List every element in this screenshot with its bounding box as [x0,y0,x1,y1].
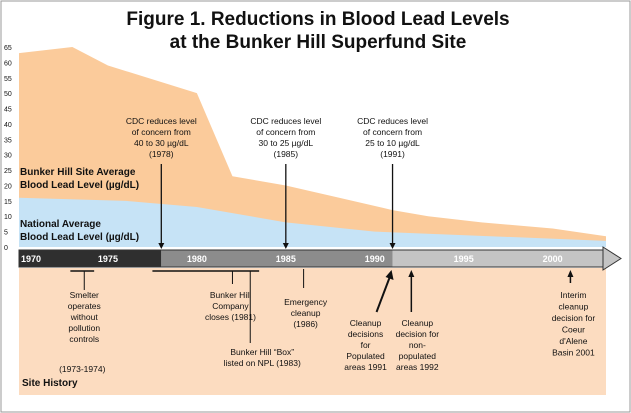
cdc-annotation-text: (1991) [380,149,405,159]
timeline-segment-middle [161,250,393,267]
series-label-national-line2: Blood Lead Level (µg/dL) [20,232,139,243]
basin-cleanup-text: Basin 2001 [552,348,595,358]
cdc-annotation-text: 30 to 25 µg/dL [259,138,314,148]
emergency-cleanup-text: cleanup [291,308,321,318]
cdc-annotation-text: of concern from [256,127,315,137]
populated-cleanup-text: Populated [346,351,385,361]
series-label-site-line1: Bunker Hill Site Average [20,167,136,178]
populated-cleanup-text: Cleanup [350,318,382,328]
y-tick-label: 15 [4,199,12,206]
populated-cleanup-text: decisions [348,329,383,339]
populated-arrow-line [375,274,392,313]
emergency-cleanup-text: Emergency [284,297,328,307]
npl-listing-text: listed on NPL (1983) [224,358,301,368]
populated-cleanup-text: areas 1991 [344,362,387,372]
y-tick-label: 55 [4,76,12,83]
company-closes-text: Company [212,301,249,311]
y-tick-label: 65 [4,45,12,52]
y-tick-label: 35 [4,137,12,144]
cdc-annotation-text: CDC reduces level [250,116,321,126]
smelter-annotation-text: without [70,312,99,322]
basin-cleanup-text: cleanup [559,302,589,312]
area-plot [19,47,606,247]
series-label-site-line2: Blood Lead Level (µg/dL) [20,180,139,191]
y-tick-label: 40 [4,122,12,129]
populated-cleanup-text: for [361,340,371,350]
smelter-annotation-text: controls [69,334,99,344]
cdc-annotation-arrowhead [158,243,165,249]
timeline-year-label: 1970 [21,254,41,264]
smelter-annotation-years: (1973-1974) [59,364,105,374]
nonpopulated-cleanup-text: areas 1992 [396,362,439,372]
timeline-year-label: 1975 [98,254,118,264]
y-axis-ticks: 0 5 10 15 20 25 30 35 40 45 50 55 60 65 [4,45,12,252]
nonpopulated-arrowhead [408,270,415,277]
basin-cleanup-text: d'Alene [559,336,587,346]
nonpopulated-cleanup-text: populated [399,351,437,361]
company-closes-text: closes (1981) [205,312,256,322]
timeline-year-label: 1985 [276,254,296,264]
nonpopulated-cleanup-text: decision for [396,329,440,339]
cdc-annotation-text: (1978) [149,149,174,159]
cdc-annotation-arrowhead [389,243,396,249]
timeline-outline [18,249,604,268]
smelter-annotation-text: pollution [68,323,100,333]
y-tick-label: 0 [4,245,8,252]
company-closes-text: Bunker Hill [210,290,251,300]
cdc-annotation-text: 25 to 10 µg/dL [365,138,420,148]
site-history-background [19,268,606,395]
y-tick-label: 20 [4,183,12,190]
site-history-label: Site History [22,378,78,389]
y-tick-label: 25 [4,168,12,175]
populated-arrowhead [385,270,394,280]
basin-arrowhead [567,270,574,277]
y-tick-label: 10 [4,214,12,221]
national-average-area [19,197,606,247]
smelter-annotation-text: Smelter [70,290,99,300]
nonpopulated-cleanup-text: non- [409,340,426,350]
timeline-year-label: 1980 [187,254,207,264]
basin-cleanup-text: decision for [552,313,596,323]
cdc-annotation-text: CDC reduces level [126,116,197,126]
y-tick-label: 60 [4,60,12,67]
emergency-cleanup-text: (1986) [293,319,318,329]
y-tick-label: 30 [4,153,12,160]
basin-cleanup-text: Interim [560,290,586,300]
chart-title-line2: at the Bunker Hill Superfund Site [170,32,467,53]
cdc-annotation-text: (1985) [274,149,299,159]
site-average-area [19,47,606,247]
timeline-segment-early [19,250,162,267]
nonpopulated-cleanup-text: Cleanup [401,318,433,328]
y-tick-label: 50 [4,91,12,98]
series-label-national-line1: National Average [20,219,101,230]
smelter-annotation-text: operates [68,301,101,311]
timeline-segment-late [392,250,603,267]
cdc-annotation-text: 40 to 30 µg/dL [134,138,189,148]
timeline-bar: 1970 1975 1980 1985 1990 1995 2000 [18,246,622,271]
npl-listing-text: Bunker Hill “Box” [230,347,294,357]
cdc-annotation-text: of concern from [132,127,191,137]
cdc-annotation-text: CDC reduces level [357,116,428,126]
chart-title-line1: Figure 1. Reductions in Blood Lead Level… [126,9,509,30]
timeline-year-label: 2000 [543,254,563,264]
timeline-year-label: 1990 [365,254,385,264]
cdc-annotation-arrowhead [282,243,289,249]
cdc-annotation-text: of concern from [363,127,422,137]
basin-cleanup-text: Coeur [562,325,585,335]
timeline-year-label: 1995 [454,254,474,264]
y-tick-label: 5 [4,230,8,237]
y-tick-label: 45 [4,107,12,114]
